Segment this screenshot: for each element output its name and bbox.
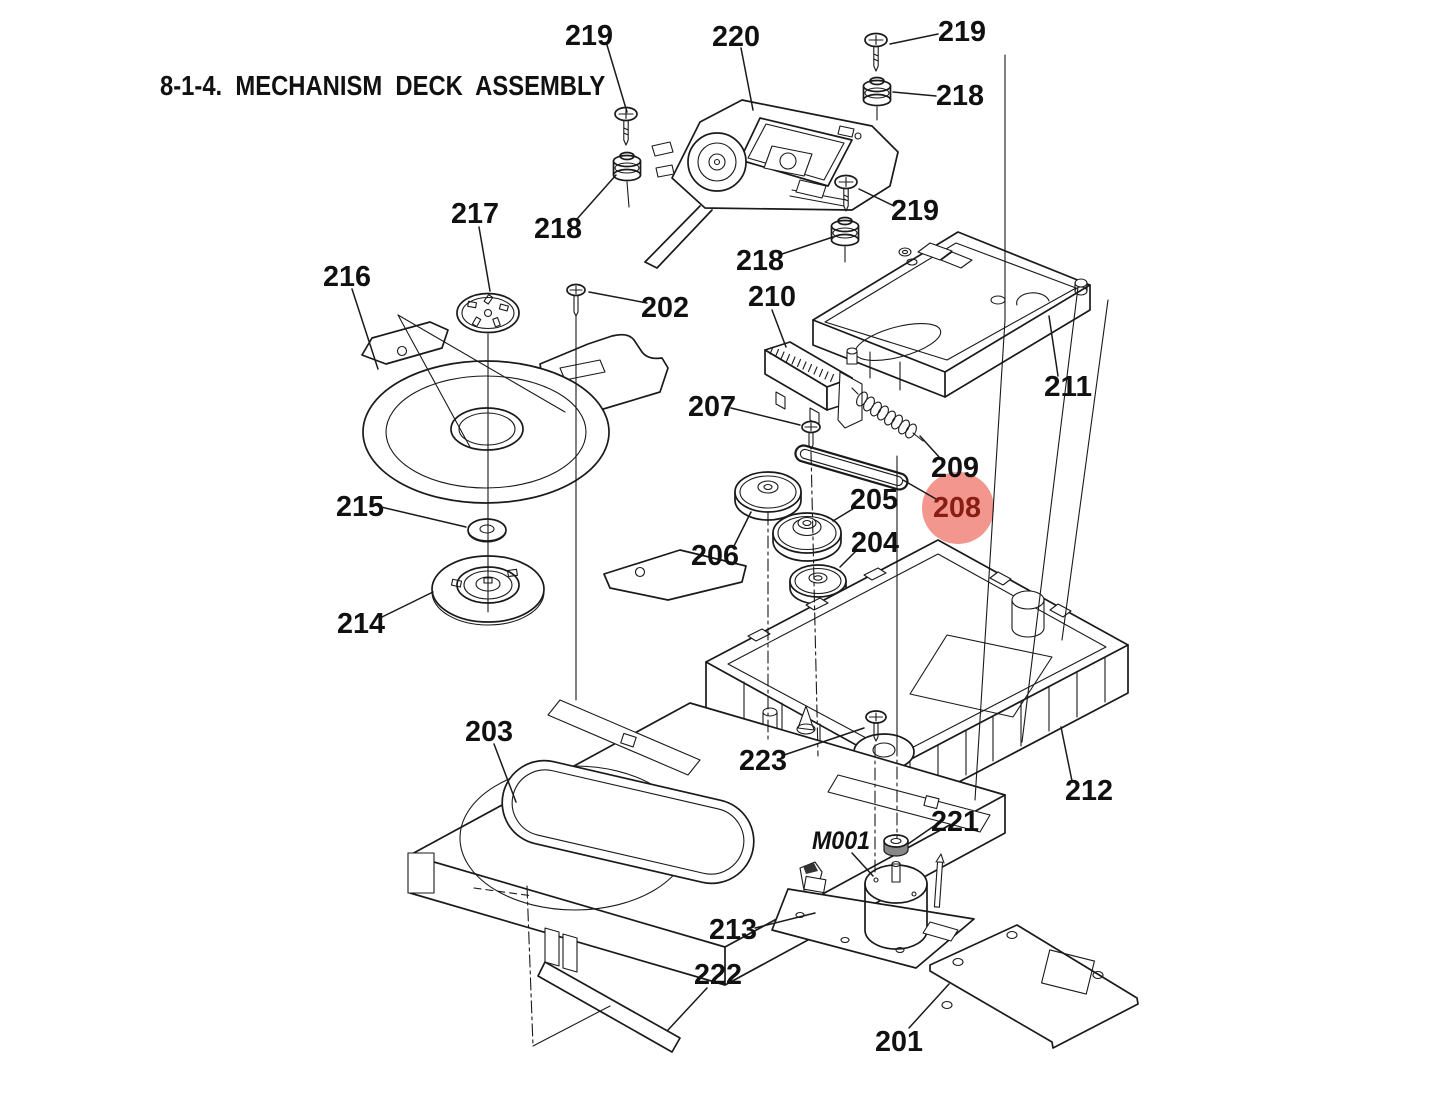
part-label-207: 207 — [688, 391, 736, 423]
screw-202 — [566, 283, 586, 317]
leader-210 — [771, 309, 787, 348]
leader-219-left — [606, 44, 628, 113]
leader-209 — [919, 435, 941, 459]
screw-207 — [801, 420, 821, 450]
leader-lines-layer — [351, 33, 1073, 1031]
part-label-211: 211 — [1044, 371, 1092, 403]
leader-217 — [478, 226, 491, 292]
part-label-218-left: 218 — [534, 213, 582, 245]
leader-204 — [839, 549, 858, 568]
leader-218-left — [576, 174, 617, 220]
construction-lines-layer — [397, 54, 1109, 1047]
part-220-optical-pickup-assembly — [644, 99, 899, 269]
part-203-disc-tray — [407, 699, 1006, 986]
part-label-219-left: 219 — [565, 20, 613, 52]
part-label-206: 206 — [691, 540, 739, 572]
part-212-main-chassis — [705, 539, 1129, 816]
part-label-212: 212 — [1065, 775, 1113, 807]
leader-M001 — [851, 852, 874, 877]
part-label-216: 216 — [323, 261, 371, 293]
part-label-213: 213 — [709, 914, 757, 946]
part-label-204: 204 — [851, 527, 899, 559]
part-label-215: 215 — [336, 491, 384, 523]
part-215-washer — [467, 518, 507, 543]
screw-219-left — [614, 106, 638, 146]
part-label-M001: M001 — [812, 827, 870, 855]
part-210-connector — [764, 341, 863, 429]
part-label-209: 209 — [931, 452, 979, 484]
part-213-motor-board — [771, 853, 975, 969]
screw-223 — [865, 710, 887, 742]
part-205-pulley — [772, 512, 842, 562]
part-216-clamper-plate — [361, 321, 747, 601]
construction-line-8 — [1061, 299, 1109, 641]
part-label-218-bottom: 218 — [736, 245, 784, 277]
part-221-grommet — [883, 834, 909, 857]
construction-line-11 — [473, 887, 534, 897]
highlight-layer — [922, 472, 994, 544]
part-label-221: 221 — [931, 806, 979, 838]
leader-203 — [493, 743, 517, 803]
part-208-belt — [794, 444, 909, 491]
part-label-203: 203 — [465, 716, 513, 748]
page-title: 8-1-4. MECHANISM DECK ASSEMBLY — [160, 70, 606, 101]
part-label-223: 223 — [739, 745, 787, 777]
part-206-pulley — [734, 471, 802, 521]
leader-221 — [907, 825, 935, 845]
screw-219-mid — [834, 174, 858, 212]
construction-line-3 — [810, 451, 819, 757]
leader-219-mid — [858, 188, 895, 207]
part-label-201: 201 — [875, 1026, 923, 1058]
part-label-208: 208 — [933, 492, 981, 524]
construction-line-7 — [1021, 286, 1079, 743]
damper-218-left — [612, 151, 642, 208]
leader-218-bottom — [781, 236, 834, 255]
leader-211 — [1048, 315, 1059, 377]
leader-213 — [754, 912, 816, 929]
part-label-214: 214 — [337, 608, 385, 640]
part-201-pcb — [929, 924, 1139, 1049]
construction-line-14 — [397, 314, 566, 413]
leader-202 — [588, 291, 648, 304]
construction-line-6 — [974, 319, 1006, 801]
highlight-circle-208 — [922, 472, 994, 544]
part-labels-layer: 219 220 219 218 219 218 218 217 216 202 210 211 207 2… — [323, 16, 1113, 1058]
damper-218-bottom — [830, 216, 860, 263]
damper-218-right — [862, 76, 892, 121]
part-label-220: 220 — [712, 21, 760, 53]
part-217-clamp — [456, 292, 520, 334]
leader-208 — [902, 479, 937, 500]
part-label-218-right: 218 — [936, 80, 984, 112]
leader-219-top-right — [889, 33, 939, 45]
leader-222 — [667, 987, 708, 1031]
construction-line-9 — [526, 885, 534, 1047]
part-211-top-chassis — [812, 231, 1091, 398]
part-209-spring — [851, 387, 924, 442]
leader-207 — [730, 407, 801, 426]
part-label-205: 205 — [850, 484, 898, 516]
leader-220 — [740, 47, 754, 111]
leader-214 — [381, 591, 434, 618]
leader-223 — [783, 727, 865, 756]
leader-216 — [351, 288, 379, 370]
part-label-222: 222 — [694, 959, 742, 991]
part-label-217: 217 — [451, 198, 499, 230]
part-label-210: 210 — [748, 281, 796, 313]
leader-205 — [832, 506, 857, 522]
leader-215 — [380, 506, 467, 528]
construction-line-15 — [397, 314, 471, 448]
screw-219-top-right — [864, 32, 888, 72]
leader-212 — [1060, 726, 1073, 782]
leader-218-right — [892, 91, 937, 97]
leader-201 — [908, 983, 950, 1029]
part-label-202: 202 — [641, 292, 689, 324]
part-label-219-top-right: 219 — [938, 16, 986, 48]
part-label-219-mid: 219 — [891, 195, 939, 227]
leader-206 — [732, 511, 752, 549]
construction-line-10 — [532, 1005, 611, 1047]
